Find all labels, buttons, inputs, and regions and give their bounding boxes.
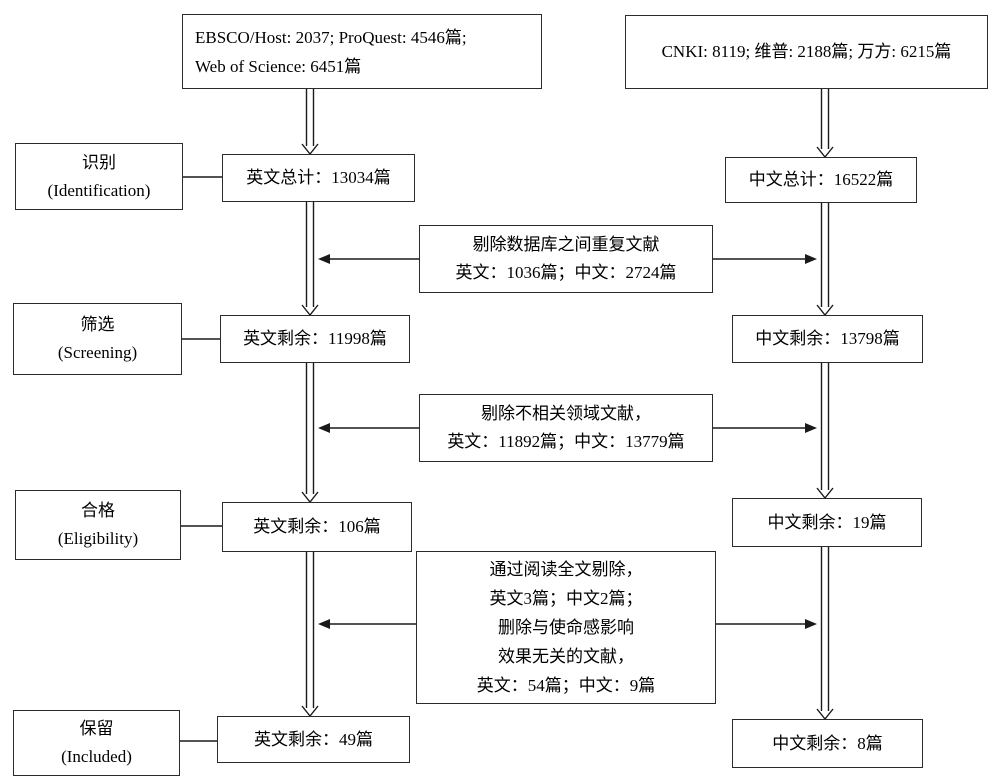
box-exclusion-duplicates: 剔除数据库之间重复文献 英文：1036篇；中文：2724篇 bbox=[419, 225, 713, 293]
arrow-source-cn-to-total bbox=[816, 88, 834, 159]
box-source-chinese: CNKI: 8119; 维普: 2188篇; 万方: 6215篇 bbox=[625, 15, 988, 89]
box-english-remaining-3: 英文剩余：49篇 bbox=[217, 716, 410, 763]
exclusion-line: 英文：54篇；中文：9篇 bbox=[476, 676, 656, 695]
stage-zh-label: 合格 bbox=[81, 501, 115, 520]
chinese-remaining-text: 中文剩余：19篇 bbox=[767, 512, 887, 532]
stage-en-label: (Identification) bbox=[47, 180, 151, 200]
arrow-exclusion1-to-cn bbox=[713, 254, 817, 264]
arrow-exclusion3-to-cn bbox=[716, 619, 817, 629]
box-english-remaining-2: 英文剩余：106篇 bbox=[222, 502, 412, 552]
english-total-text: 英文总计：13034篇 bbox=[246, 168, 391, 187]
exclusion-line: 英文：1036篇；中文：2724篇 bbox=[455, 263, 677, 282]
chinese-remaining-text: 中文剩余：8篇 bbox=[772, 733, 883, 753]
arrow-cn-remain2-to-remain3 bbox=[816, 547, 834, 721]
english-remaining-text: 英文剩余：106篇 bbox=[253, 517, 381, 536]
arrow-cn-total-to-remain1 bbox=[816, 203, 834, 317]
box-exclusion-fulltext: 通过阅读全文剔除， 英文3篇；中文2篇； 删除与使命感影响 效果无关的文献， 英… bbox=[416, 551, 716, 704]
exclusion-line: 通过阅读全文剔除， bbox=[489, 560, 643, 579]
arrow-source-en-to-total bbox=[301, 88, 319, 156]
arrow-exclusion1-to-en bbox=[318, 254, 419, 264]
box-english-total: 英文总计：13034篇 bbox=[222, 154, 415, 202]
box-source-english: EBSCO/Host: 2037; ProQuest: 4546篇; Web o… bbox=[182, 14, 542, 89]
source-english-line1: EBSCO/Host: 2037; ProQuest: 4546篇; bbox=[195, 27, 467, 47]
arrow-en-remain1-to-remain2 bbox=[301, 363, 319, 504]
box-stage-screening: 筛选 (Screening) bbox=[13, 303, 182, 375]
box-exclusion-irrelevant-field: 剔除不相关领域文献， 英文：11892篇；中文：13779篇 bbox=[419, 394, 713, 462]
stage-en-label: (Included) bbox=[61, 747, 132, 766]
arrow-cn-remain1-to-remain2 bbox=[816, 363, 834, 500]
box-stage-included: 保留 (Included) bbox=[13, 710, 180, 776]
box-chinese-total: 中文总计：16522篇 bbox=[725, 157, 917, 203]
box-stage-identification: 识别 (Identification) bbox=[15, 143, 183, 210]
stage-zh-label: 识别 bbox=[82, 152, 116, 172]
exclusion-line: 删除与使命感影响 bbox=[498, 618, 634, 637]
exclusion-line: 英文：11892篇；中文：13779篇 bbox=[447, 432, 685, 451]
chinese-remaining-text: 中文剩余：13798篇 bbox=[755, 329, 900, 348]
arrow-exclusion2-to-en bbox=[318, 423, 419, 433]
source-chinese-text: CNKI: 8119; 维普: 2188篇; 万方: 6215篇 bbox=[661, 42, 952, 61]
source-english-line2: Web of Science: 6451篇 bbox=[195, 56, 362, 76]
arrow-exclusion2-to-cn bbox=[713, 423, 817, 433]
exclusion-line: 英文3篇；中文2篇； bbox=[489, 589, 643, 608]
stage-zh-label: 保留 bbox=[79, 719, 114, 738]
stage-en-label: (Screening) bbox=[57, 343, 138, 362]
exclusion-line: 剔除不相关领域文献， bbox=[481, 404, 651, 423]
box-english-remaining-1: 英文剩余：11998篇 bbox=[220, 315, 410, 363]
box-chinese-remaining-1: 中文剩余：13798篇 bbox=[732, 315, 923, 363]
box-chinese-remaining-3: 中文剩余：8篇 bbox=[732, 719, 923, 768]
english-remaining-text: 英文剩余：11998篇 bbox=[243, 329, 387, 348]
english-remaining-text: 英文剩余：49篇 bbox=[254, 729, 373, 749]
stage-zh-label: 筛选 bbox=[80, 315, 115, 334]
box-chinese-remaining-2: 中文剩余：19篇 bbox=[732, 498, 922, 547]
arrow-en-remain2-to-remain3 bbox=[301, 552, 319, 718]
arrow-exclusion3-to-en bbox=[318, 619, 416, 629]
box-stage-eligibility: 合格 (Eligibility) bbox=[15, 490, 181, 560]
exclusion-line: 剔除数据库之间重复文献 bbox=[472, 235, 660, 254]
arrow-en-total-to-remain1 bbox=[301, 202, 319, 317]
stage-en-label: (Eligibility) bbox=[57, 529, 139, 548]
chinese-total-text: 中文总计：16522篇 bbox=[748, 170, 894, 189]
exclusion-line: 效果无关的文献， bbox=[498, 647, 634, 666]
